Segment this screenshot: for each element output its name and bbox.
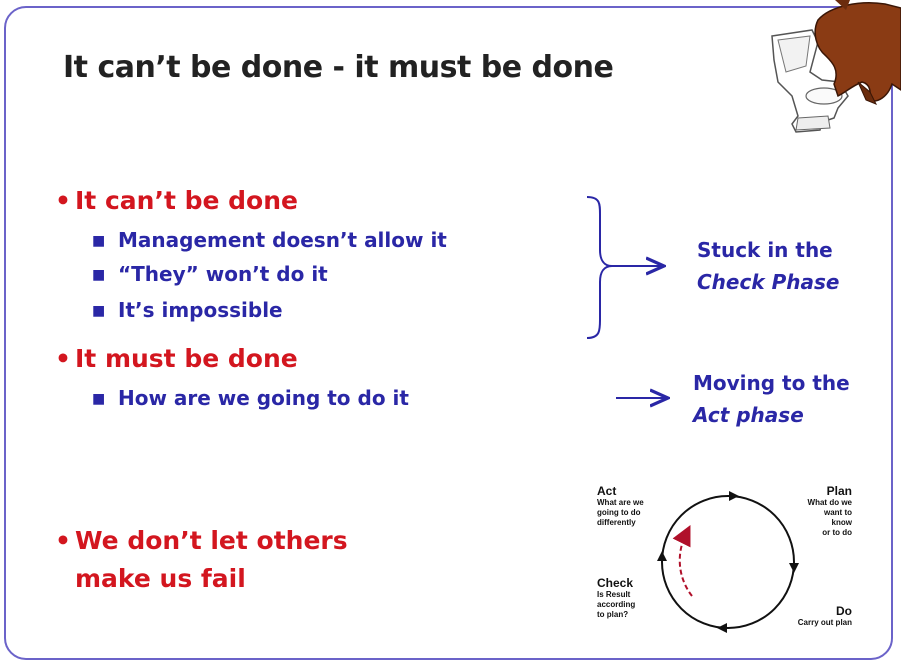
sub-bullet-label: It’s impossible	[118, 298, 283, 322]
stuck-line1: Stuck in the	[697, 238, 833, 262]
moving-line2: Act phase	[693, 403, 804, 427]
check-sub-3: to plan?	[597, 610, 629, 619]
bullet-label-line1: We don’t let others	[75, 526, 348, 555]
bullet-must-be-done: •It must be done	[55, 344, 298, 373]
bullet-dot: ■	[92, 391, 106, 407]
stuck-in-check-text: Stuck in the Check Phase	[697, 234, 839, 298]
act-sub-3: differently	[597, 518, 636, 527]
sub-bullet-label: How are we going to do it	[118, 386, 409, 410]
sub-bullet-label: “They” won’t do it	[118, 262, 328, 286]
bullet-dot: ■	[92, 267, 106, 283]
pdca-do: Do Carry out plan	[770, 604, 852, 628]
pdca-check: Check Is Result according to plan?	[597, 576, 635, 620]
bullet-label-line2: make us fail	[75, 564, 246, 593]
do-title: Do	[836, 604, 852, 618]
pdca-plan: Plan What do we want to know or to do	[780, 484, 852, 538]
bullet-dot: ■	[92, 303, 106, 319]
bullet-label: It can’t be done	[75, 186, 298, 215]
sub-bullet: ■ Management doesn’t allow it	[92, 228, 447, 252]
sub-bullet: ■ “They” won’t do it	[92, 262, 328, 286]
stuck-line2: Check Phase	[697, 270, 840, 294]
do-sub: Carry out plan	[797, 618, 852, 627]
check-sub-2: according	[597, 600, 636, 609]
pdca-act: Act What are we going to do differently	[597, 484, 644, 528]
sub-bullet: ■ It’s impossible	[92, 298, 283, 322]
sub-bullet-label: Management doesn’t allow it	[118, 228, 447, 252]
dog-icon	[814, 0, 901, 105]
bullet-dot: •	[55, 526, 71, 555]
plan-sub-4: or to do	[822, 528, 852, 537]
plan-sub-2: want to	[824, 508, 852, 517]
plan-sub-1: What do we	[807, 498, 852, 507]
act-sub-2: going to do	[597, 508, 641, 517]
act-sub-1: What are we	[597, 498, 644, 507]
act-title: Act	[597, 484, 617, 498]
bullet-dot: •	[55, 344, 71, 373]
bullet-dont-let-others: •We don’t let others make us fail	[55, 522, 348, 598]
sub-bullet: ■ How are we going to do it	[92, 386, 409, 410]
check-to-act-arrow	[672, 525, 693, 597]
check-sub-1: Is Result	[597, 590, 631, 599]
bullet-label: It must be done	[75, 344, 298, 373]
plan-sub-3: know	[831, 518, 852, 527]
slide-frame	[4, 6, 893, 660]
moving-to-act-text: Moving to the Act phase	[693, 367, 850, 431]
toilet-icon	[771, 29, 849, 133]
check-title: Check	[597, 576, 634, 590]
plan-title: Plan	[826, 484, 852, 498]
slide-title: It can’t be done - it must be done	[63, 50, 614, 85]
bullet-dot: ■	[92, 233, 106, 249]
bullet-dot: •	[55, 186, 71, 215]
bullet-cant-be-done: •It can’t be done	[55, 186, 298, 215]
moving-line1: Moving to the	[693, 371, 850, 395]
